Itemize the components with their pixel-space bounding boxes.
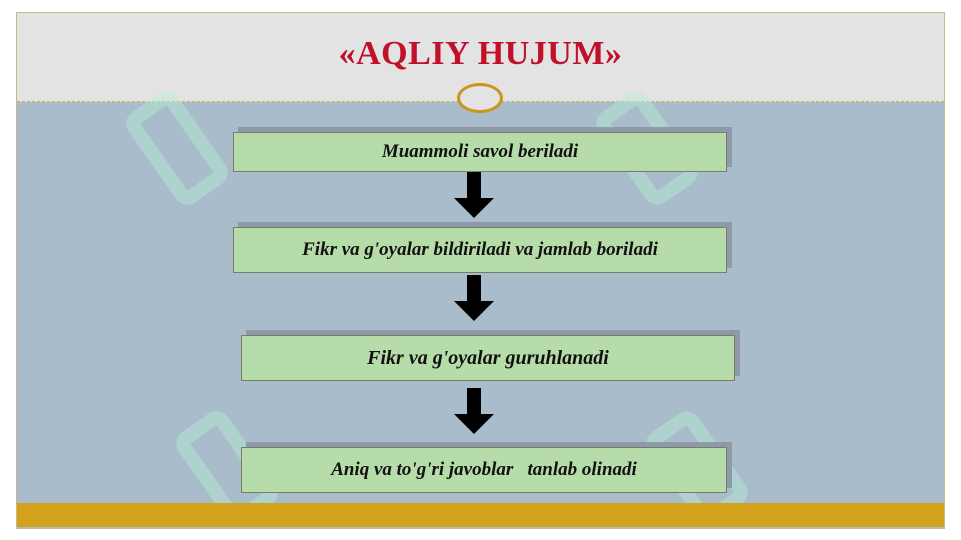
flow-step-label: Fikr va g'oyalar guruhlanadi <box>367 346 609 369</box>
flow-step-label: Fikr va g'oyalar bildiriladi va jamlab b… <box>302 239 658 260</box>
down-arrow-icon <box>454 388 494 434</box>
flow-step-label: Muammoli savol beriladi <box>381 141 579 162</box>
slide: «AQLIY HUJUM» <box>16 12 945 531</box>
flow-step-1: Muammoli savol beriladi <box>233 132 727 172</box>
down-arrow-icon <box>454 275 494 321</box>
down-arrow-icon <box>454 172 494 218</box>
oval-ornament-icon <box>457 83 503 113</box>
flow-step-3: Fikr va g'oyalar guruhlanadi <box>241 335 735 381</box>
slide-title: «AQLIY HUJUM» <box>338 35 623 72</box>
flow-step-4: Aniq va to'g'ri javoblar tanlab olinadi <box>241 447 727 493</box>
bottom-accent-bar <box>17 503 944 527</box>
flow-step-2: Fikr va g'oyalar bildiriladi va jamlab b… <box>233 227 727 273</box>
watermark-logo-icon <box>120 85 234 211</box>
flow-step-label: Aniq va to'g'ri javoblar tanlab olinadi <box>331 459 637 480</box>
